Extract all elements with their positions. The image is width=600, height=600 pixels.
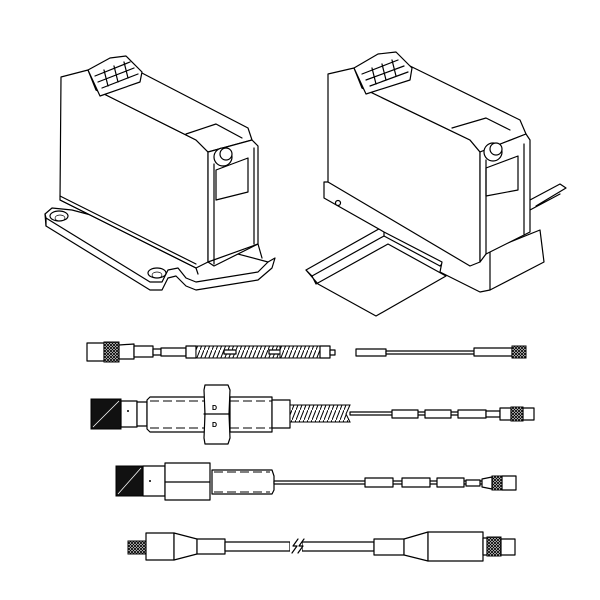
mounting-hole-left-icon [49,210,69,222]
knurled-nut [491,475,503,491]
nut-label-top: D [212,405,217,412]
knurled-nut [127,540,147,555]
cable-1 [86,341,527,363]
label-recess [485,155,519,197]
knurled-nut [103,341,120,363]
label-recess [215,157,249,201]
panel-mount-housing [44,55,276,291]
cable-2: D D [90,384,535,445]
probe-sleeve [211,469,275,495]
connector-body [86,342,105,362]
break-symbol [291,538,299,554]
mounting-hole-right-icon [147,267,167,279]
cable-3 [115,462,517,501]
strain-relief [403,531,429,562]
threaded-body [146,396,206,433]
armored-sleeve [289,404,351,423]
cable-wire [224,541,291,552]
cable-wire [301,541,375,552]
din-rail-housing [305,51,567,317]
strain-relief [173,532,198,561]
knurled-nut [486,536,502,557]
knurled-nut [510,406,524,422]
screw-icon [334,199,342,207]
nut-label-bottom: D [212,422,217,429]
knurled-nut [511,345,527,359]
armored-sleeve [195,345,281,359]
terminal-block [353,51,413,95]
cable-4 [127,531,516,562]
